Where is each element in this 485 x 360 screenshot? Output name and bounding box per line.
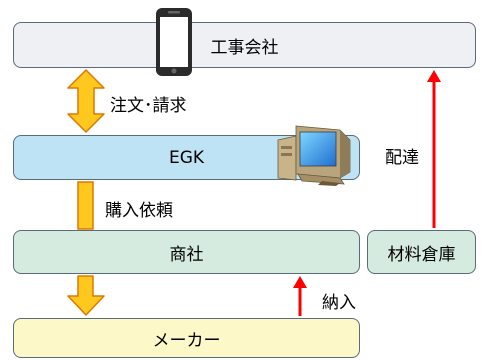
- delivery-arrow: [427, 70, 441, 228]
- egk-label: EGK: [168, 147, 205, 168]
- trading-company-label: 商社: [169, 244, 204, 265]
- warehouse-box: 材料倉庫: [367, 230, 476, 274]
- supply-label: 納入: [322, 293, 356, 313]
- delivery-label: 配達: [385, 148, 419, 168]
- purchase-down-arrow: [67, 275, 105, 316]
- trading-company-box: 商社: [13, 230, 360, 274]
- purchase-request-label: 購入依頼: [105, 201, 173, 221]
- contractor-box: 工事会社: [13, 22, 476, 68]
- order-billing-label: 注文･請求: [110, 96, 187, 116]
- supply-arrow: [293, 276, 307, 316]
- order-billing-double-arrow: [67, 69, 105, 133]
- warehouse-label: 材料倉庫: [387, 244, 456, 265]
- maker-label: メーカー: [152, 330, 221, 351]
- maker-box: メーカー: [13, 318, 360, 358]
- purchase-shaft: [77, 181, 94, 230]
- contractor-label: 工事会社: [210, 37, 279, 58]
- desktop-computer-icon: [277, 125, 351, 186]
- smartphone-icon: [156, 8, 192, 76]
